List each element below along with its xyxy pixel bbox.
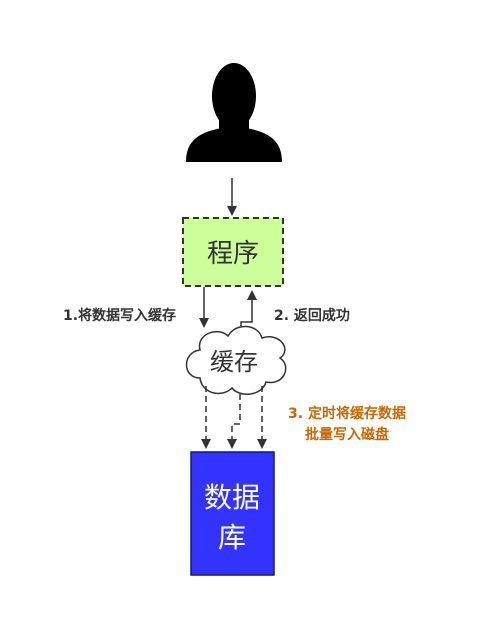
user-silhouette-icon: [186, 63, 282, 162]
batch-write-label-line2: 批量写入磁盘: [305, 426, 389, 443]
program-node: 程序: [182, 217, 284, 287]
batch-write-arrows: [201, 386, 267, 449]
database-node: 数据 库: [190, 451, 275, 576]
cache-label: 缓存: [210, 348, 258, 376]
return-success-arrow: [240, 290, 257, 330]
write-cache-label: 1.将数据写入缓存: [63, 307, 176, 324]
batch-write-arrow-middle: [227, 394, 241, 449]
program-box: [182, 217, 284, 287]
cache-cloud-icon: [185, 325, 287, 395]
batch-write-label-line1: 3. 定时将缓存数据: [288, 405, 406, 422]
cache-node: 缓存: [185, 325, 287, 395]
database-box: [190, 451, 275, 576]
database-label-line1: 数据: [204, 481, 260, 514]
database-label-line2: 库: [218, 521, 246, 554]
program-label: 程序: [207, 239, 259, 269]
return-success-label: 2. 返回成功: [274, 307, 350, 324]
